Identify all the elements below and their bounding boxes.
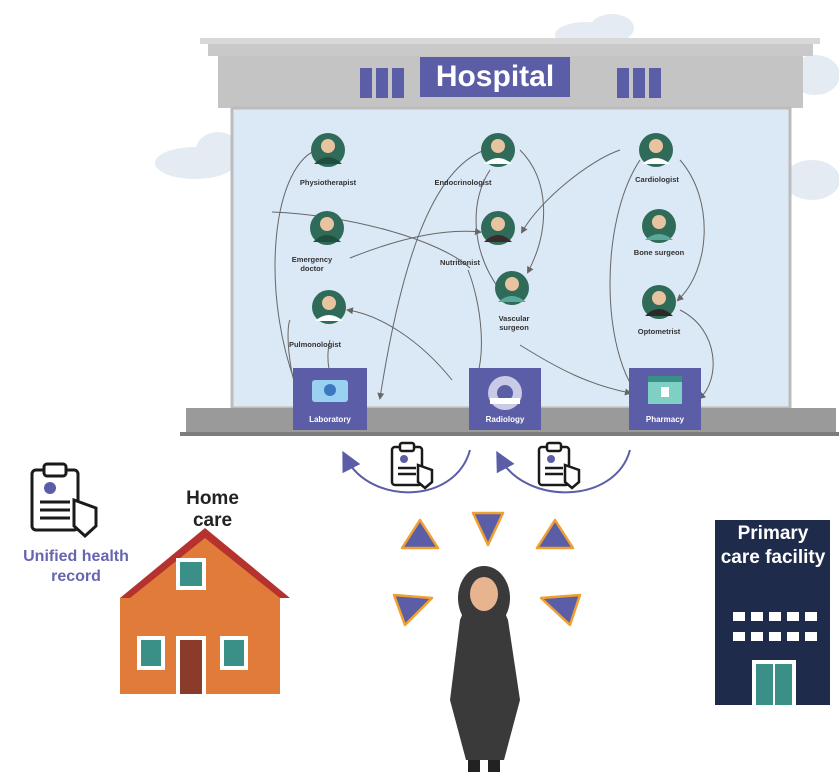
label-laboratory: Laboratory (309, 415, 351, 424)
label-emergency-doctor: Emergency doctor (291, 255, 333, 273)
health-record-icon (537, 441, 581, 490)
pharmacy-icon (648, 376, 682, 404)
record-flow-arrows (342, 449, 631, 494)
avatar (481, 211, 515, 245)
avatar (310, 211, 344, 245)
department-boxes (293, 368, 701, 430)
label-physiotherapist: Physiotherapist (299, 178, 357, 187)
unified-health-record-label: Unified health record (23, 548, 129, 585)
label-radiology: Radiology (485, 415, 525, 424)
label-optometrist: Optometrist (637, 327, 681, 336)
microscope-icon (312, 380, 348, 402)
scanner-icon (488, 376, 522, 410)
primary-care-label: Primary care facility (720, 523, 826, 568)
label-endocrinologist: Endocrinologist (434, 178, 492, 187)
avatar (481, 133, 515, 167)
label-vascular-surgeon: Vascular surgeon (498, 314, 530, 332)
avatar (312, 290, 346, 324)
primary-care-building (715, 520, 830, 705)
hospital-title: Hospital (420, 57, 570, 97)
referral-arrows (271, 149, 714, 400)
health-record-icon (30, 462, 98, 539)
avatar (495, 271, 529, 305)
label-pulmonologist: Pulmonologist (288, 340, 342, 349)
hospital-sign-blocks (360, 68, 661, 98)
label-bone-surgeon: Bone surgeon (633, 248, 685, 257)
staff-avatars (310, 133, 676, 324)
home-care-label: Home care (186, 488, 239, 531)
care-triangles (392, 511, 582, 627)
label-cardiologist: Cardiologist (635, 175, 679, 184)
avatar (642, 285, 676, 319)
patient-figure (450, 566, 520, 772)
avatar (639, 133, 673, 167)
health-record-icon (390, 441, 434, 490)
avatar (311, 133, 345, 167)
label-pharmacy: Pharmacy (645, 415, 685, 424)
house-illustration (120, 528, 290, 694)
avatar (642, 209, 676, 243)
label-nutritionist: Nutritionist (440, 258, 480, 267)
